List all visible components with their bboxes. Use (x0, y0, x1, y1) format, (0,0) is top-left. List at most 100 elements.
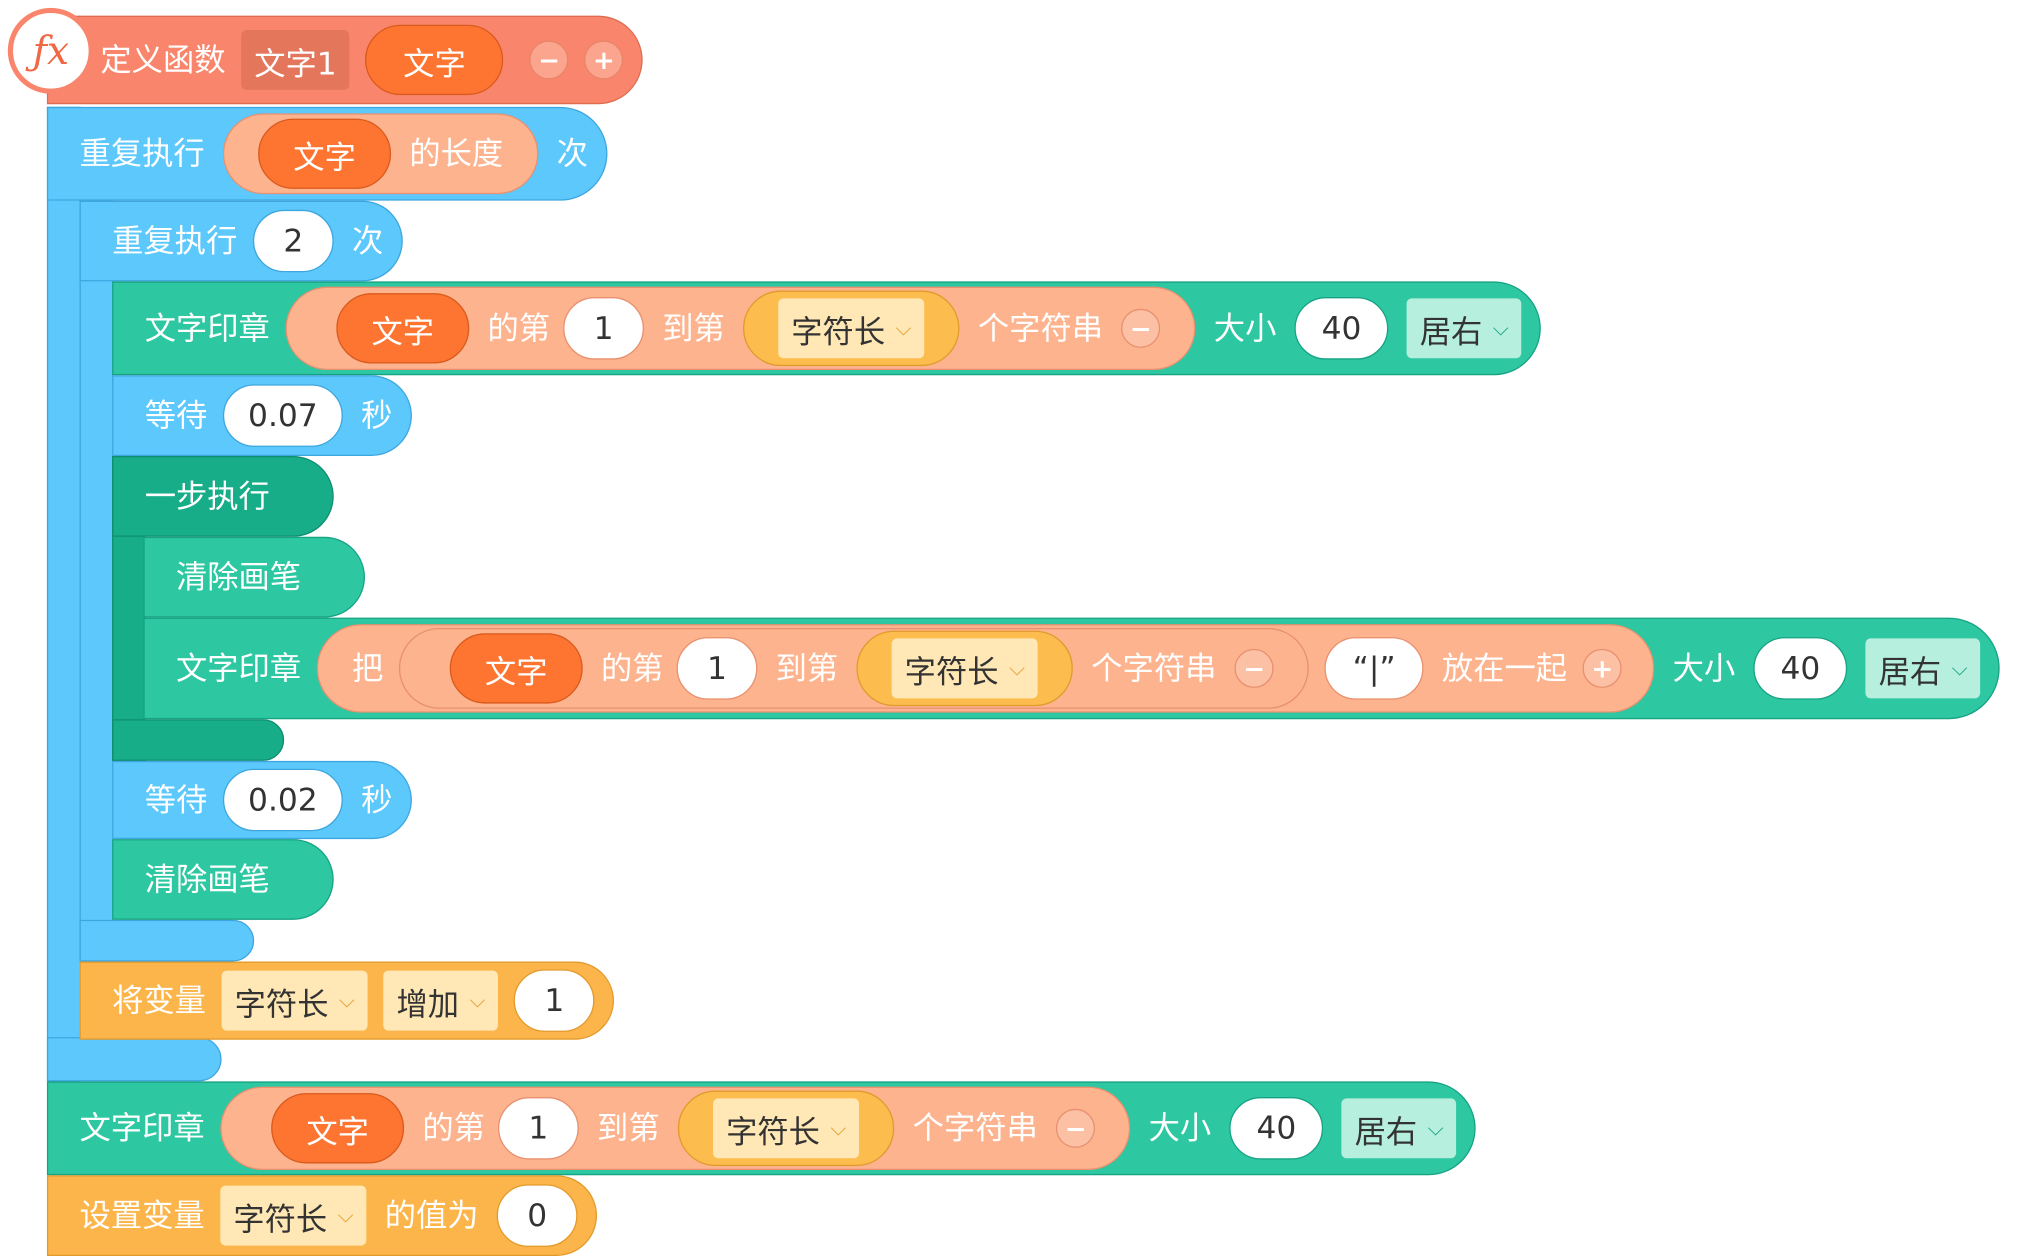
from-label: 的第 (422, 1110, 485, 1147)
variable-dropdown[interactable]: 字符长 ⌵ (891, 638, 1038, 699)
outer-repeat-bottom (46, 1037, 222, 1082)
cursor-text: “|” (1352, 650, 1396, 687)
step-execute-block[interactable]: 一步执行 (112, 456, 334, 537)
function-param-text: 文字 (403, 44, 466, 82)
chevron-down-icon: ⌵ (1008, 655, 1025, 681)
function-name-field[interactable]: 文字1 (241, 29, 350, 90)
inner-repeat-block[interactable]: 重复执行 2 次 (79, 200, 403, 282)
wait-seconds-input[interactable]: 0.07 (222, 384, 343, 447)
size-label: 大小 (1148, 1110, 1212, 1147)
chevron-down-icon: ⌵ (1427, 1115, 1444, 1141)
from-label: 的第 (487, 310, 551, 347)
size-input[interactable]: 40 (1229, 1097, 1324, 1160)
size-input[interactable]: 40 (1294, 297, 1389, 360)
variable-name: 字符长 (726, 1113, 820, 1150)
variable-dropdown[interactable]: 字符长 ⌵ (713, 1098, 860, 1159)
function-definition-block[interactable]: 定义函数 文字1 文字 − + (46, 15, 644, 105)
size-text: 40 (1780, 650, 1821, 687)
change-amount-input[interactable]: 1 (513, 969, 595, 1032)
clear-pen-block[interactable]: 清除画笔 (112, 839, 334, 920)
param-pill-text[interactable]: 文字 (258, 118, 392, 189)
from-index-text: 1 (593, 310, 614, 347)
minus-icon: − (1064, 1112, 1087, 1144)
variable-reporter[interactable]: 字符长 ⌵ (743, 290, 960, 367)
clear-pen-label: 清除画笔 (175, 558, 302, 596)
chevron-down-icon: ⌵ (337, 1202, 354, 1228)
align-dropdown[interactable]: 居右 ⌵ (1406, 298, 1522, 359)
wait-seconds-input[interactable]: 0.02 (222, 768, 343, 832)
chevron-down-icon: ⌵ (830, 1115, 847, 1141)
param-pill-text[interactable]: 文字 (336, 293, 470, 364)
change-variable-block[interactable]: 将变量 字符长 ⌵ 增加 ⌵ 1 (79, 961, 615, 1040)
variable-name: 字符长 (233, 1200, 328, 1238)
variable-dropdown[interactable]: 字符长 ⌵ (221, 970, 368, 1031)
wait-block[interactable]: 等待 0.07 秒 (112, 375, 412, 457)
remove-arg-button[interactable]: − (1056, 1108, 1096, 1148)
minus-icon: − (538, 44, 561, 76)
remove-arg-button[interactable]: − (1121, 308, 1161, 348)
function-param-pill[interactable]: 文字 (365, 24, 504, 96)
substring-label: 个字符串 (977, 310, 1104, 347)
add-param-button[interactable]: + (584, 40, 624, 80)
from-index-input[interactable]: 1 (497, 1097, 579, 1160)
from-index-input[interactable]: 1 (563, 297, 644, 360)
remove-param-button[interactable]: − (529, 40, 569, 80)
plus-icon: + (1591, 652, 1614, 685)
plus-icon: + (592, 44, 615, 76)
variable-name: 字符长 (904, 653, 999, 690)
text-stamp-block[interactable]: 文字印章 文字 的第 1 到第 字符长 ⌵ 个字符串 (46, 1081, 1477, 1176)
set-variable-label: 设置变量 (79, 1197, 205, 1234)
remove-arg-button[interactable]: − (1234, 648, 1274, 688)
join-together-label: 放在一起 (1441, 650, 1568, 687)
wait-block[interactable]: 等待 0.02 秒 (112, 760, 412, 840)
operation-text: 增加 (396, 985, 460, 1023)
align-dropdown[interactable]: 居右 ⌵ (1865, 638, 1981, 699)
times-label: 次 (556, 135, 588, 172)
clear-pen-block[interactable]: 清除画笔 (143, 536, 365, 618)
align-text: 居右 (1419, 313, 1483, 350)
align-dropdown[interactable]: 居右 ⌵ (1341, 1098, 1457, 1159)
text-stamp-block[interactable]: 文字印章 文字 的第 1 到第 字符长 ⌵ 个字符串 (112, 281, 1542, 376)
from-index-text: 1 (707, 650, 727, 687)
wait-seconds-text: 0.02 (248, 781, 318, 819)
repeat-label: 重复执行 (79, 135, 205, 172)
repeat-label: 重复执行 (112, 222, 238, 260)
substring-reporter[interactable]: 文字 的第 1 到第 字符长 ⌵ 个字符串 − (220, 1086, 1131, 1171)
to-label: 到第 (662, 310, 725, 347)
param-pill-text[interactable]: 文字 (449, 633, 583, 704)
variable-dropdown[interactable]: 字符长 ⌵ (778, 298, 925, 359)
cursor-text-input[interactable]: “|” (1324, 637, 1424, 700)
join-label: 把 (351, 650, 384, 687)
add-arg-button[interactable]: + (1582, 648, 1622, 688)
from-label: 的第 (600, 650, 664, 687)
join-reporter[interactable]: 把 文字 的第 1 到第 字符长 ⌵ (316, 624, 1655, 713)
substring-reporter[interactable]: 文字 的第 1 到第 字符长 ⌵ 个字符串 (398, 627, 1309, 709)
define-function-label: 定义函数 (100, 41, 226, 79)
size-text: 40 (1256, 1110, 1297, 1147)
text-stamp-label: 文字印章 (144, 310, 270, 347)
outer-repeat-block[interactable]: 重复执行 文字 的长度 次 (46, 106, 608, 201)
substring-reporter[interactable]: 文字 的第 1 到第 字符长 ⌵ 个字符串 − (285, 286, 1196, 371)
length-of-reporter[interactable]: 文字 的长度 (222, 113, 539, 195)
variable-name: 字符长 (234, 985, 329, 1023)
minus-icon: − (1129, 312, 1152, 344)
repeat-count-text: 2 (283, 222, 304, 260)
param-text: 文字 (371, 313, 435, 350)
text-stamp-join-block[interactable]: 文字印章 把 文字 的第 1 到第 字符长 (143, 617, 2001, 720)
text-stamp-label: 文字印章 (79, 1110, 205, 1147)
chevron-down-icon: ⌵ (469, 987, 486, 1013)
variable-reporter[interactable]: 字符长 ⌵ (856, 630, 1074, 707)
wait-seconds-text: 0.07 (248, 397, 318, 434)
from-index-input[interactable]: 1 (676, 637, 758, 700)
operation-dropdown[interactable]: 增加 ⌵ (383, 970, 499, 1031)
minus-icon: − (1243, 652, 1266, 685)
variable-reporter[interactable]: 字符长 ⌵ (677, 1090, 895, 1167)
chevron-down-icon: ⌵ (1492, 315, 1509, 341)
size-input[interactable]: 40 (1753, 637, 1848, 700)
param-pill-text[interactable]: 文字 (271, 1093, 405, 1164)
set-value-input[interactable]: 0 (496, 1184, 578, 1247)
repeat-count-input[interactable]: 2 (252, 209, 334, 273)
variable-dropdown[interactable]: 字符长 ⌵ (220, 1185, 367, 1246)
set-variable-block[interactable]: 设置变量 字符长 ⌵ 的值为 0 (46, 1175, 598, 1256)
to-label: 到第 (775, 650, 839, 687)
